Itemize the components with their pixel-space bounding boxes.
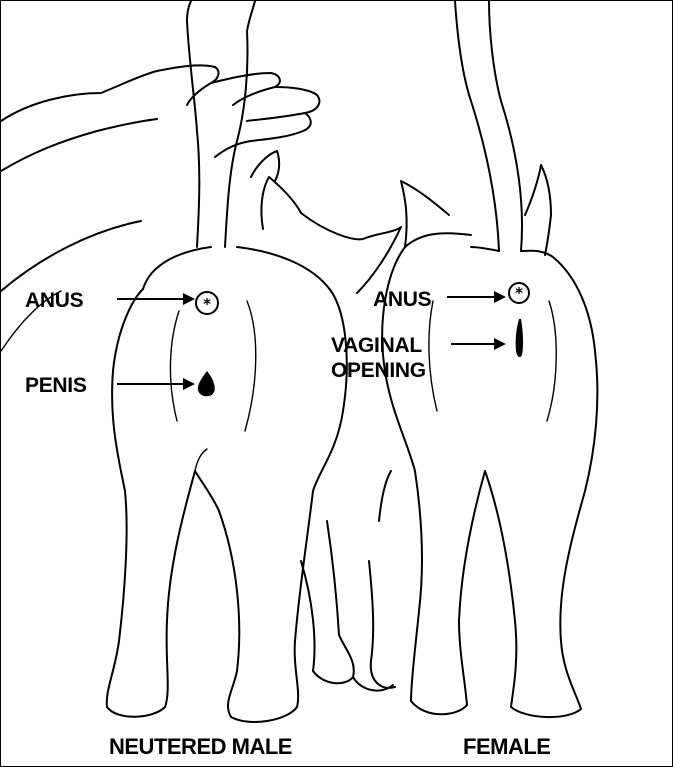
female-anus-asterisk: * [515, 284, 523, 302]
female-vaginal-label-line1: VAGINAL [331, 334, 422, 357]
caption-neutered-male: NEUTERED MALE [109, 734, 292, 759]
male-cat-tail [187, 21, 248, 247]
male-cat-body-outline [107, 247, 347, 722]
caption-female: FEMALE [463, 734, 550, 759]
female-vaginal-arrow [451, 338, 506, 350]
female-anus-marker: * [509, 283, 529, 303]
female-anus-arrow [447, 291, 506, 303]
female-cat-ear-left [401, 181, 471, 247]
female-cat-body-outline [382, 247, 597, 717]
female-vaginal-label-line2: OPENING [331, 359, 426, 382]
male-cat-ear-right [301, 213, 401, 293]
male-anus-label: ANUS [25, 289, 84, 312]
female-cat-tail [455, 1, 522, 251]
male-cat-ear-left [261, 177, 301, 229]
female-vaginal-opening-marker [516, 319, 523, 357]
male-anus-arrow [117, 293, 195, 305]
male-anus-asterisk: * [203, 295, 211, 313]
male-anus-marker: * [196, 292, 218, 314]
female-cat-ear-right [525, 165, 551, 255]
male-penis-marker [198, 371, 215, 396]
female-anus-label: ANUS [373, 288, 432, 311]
male-penis-arrow [117, 378, 195, 390]
male-penis-label: PENIS [25, 374, 87, 397]
